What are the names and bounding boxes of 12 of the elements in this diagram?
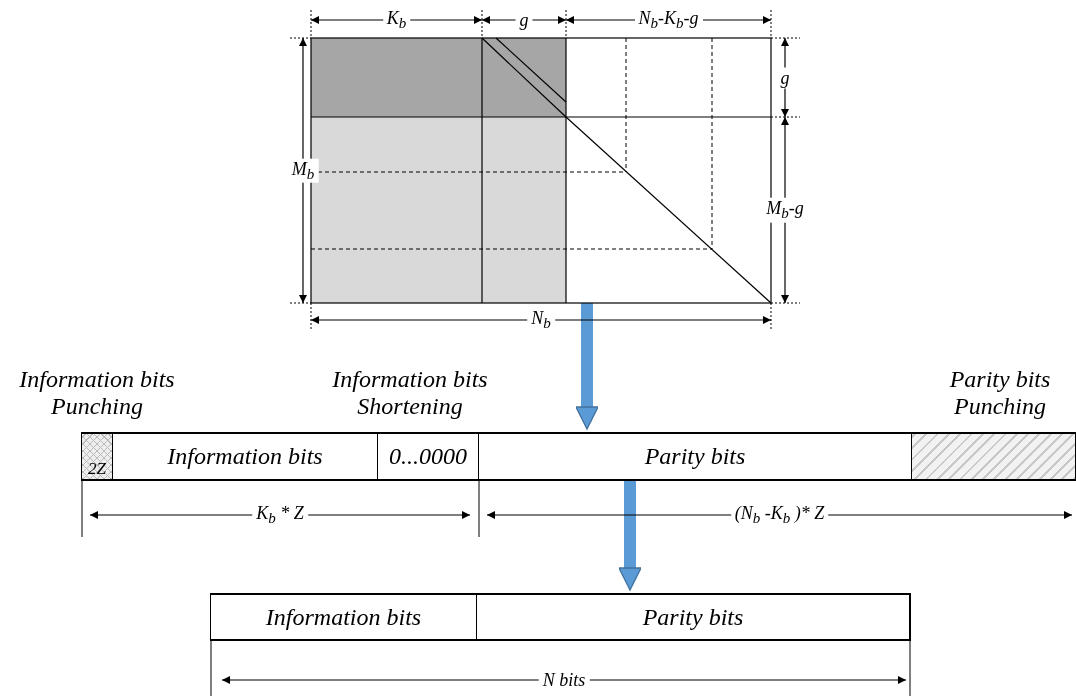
- bit-field-segment: Parity bits: [476, 594, 910, 640]
- bit-field-segment: Information bits: [210, 594, 477, 640]
- block-arrow: [575, 303, 599, 430]
- bit-field-segment: Information bits: [112, 433, 378, 480]
- bit-field-segment: [911, 433, 1076, 480]
- block-arrow: [618, 480, 642, 591]
- bit-field-segment: 0...0000: [377, 433, 479, 480]
- segment-caption: Parity bits Punching: [948, 366, 1052, 420]
- segment-caption: Information bits Punching: [18, 366, 176, 420]
- bit-field-segment: Parity bits: [478, 433, 912, 480]
- segment-caption: Information bits Shortening: [331, 366, 489, 420]
- bit-field-segment: 2Z: [81, 433, 113, 480]
